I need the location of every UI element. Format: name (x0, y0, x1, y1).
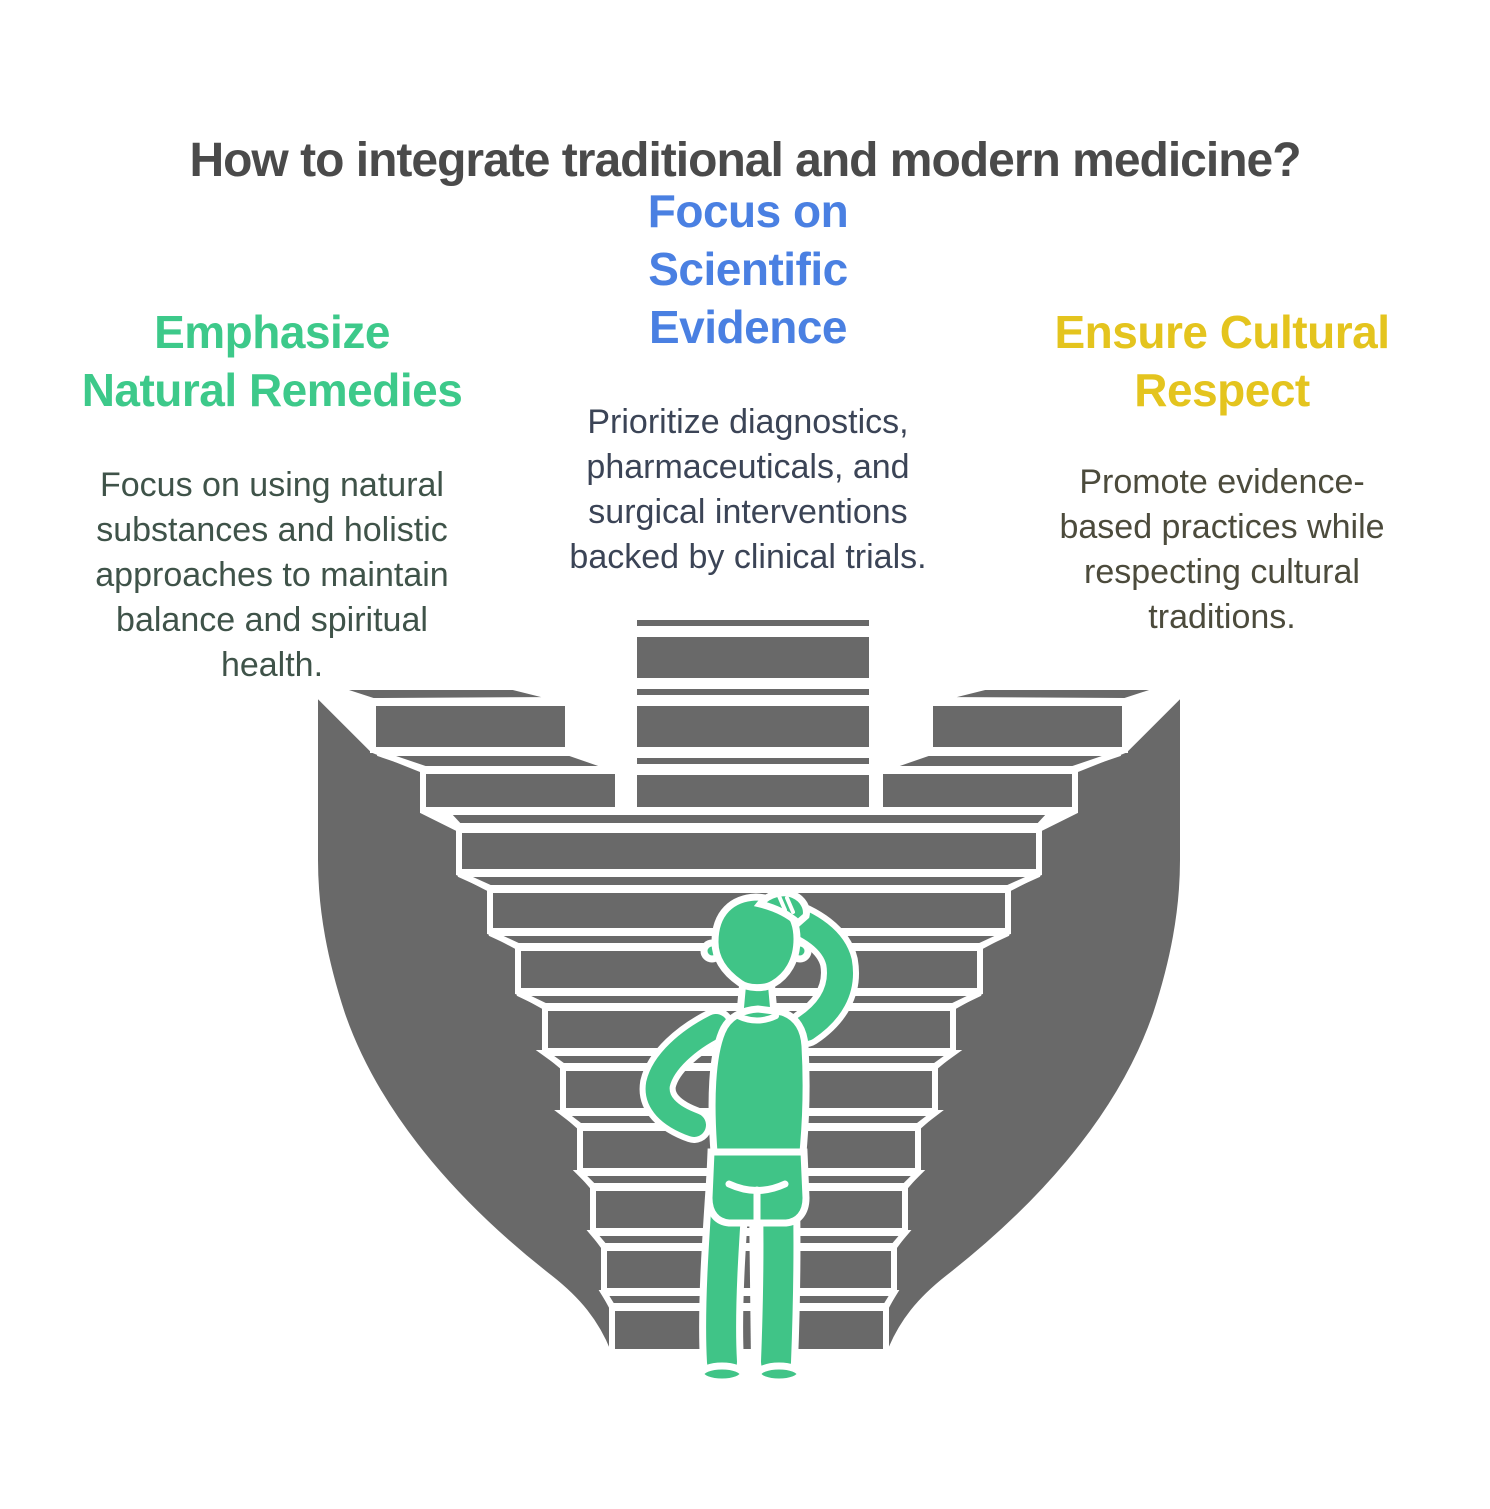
body-natural-remedies: Focus on using natural substances and ho… (95, 466, 449, 684)
body-cultural-respect: Promote evidence- based practices while … (1059, 463, 1385, 636)
heading-natural-remedies: Emphasize Natural Remedies (81, 306, 463, 416)
staircase-icon (312, 614, 1186, 1355)
page-title: How to integrate traditional and modern … (189, 134, 1301, 187)
person-icon (639, 889, 859, 1386)
body-scientific-evidence: Prioritize diagnostics, pharmaceuticals,… (569, 403, 927, 576)
heading-scientific-evidence: Focus on Scientific Evidence (647, 185, 849, 353)
heading-cultural-respect: Ensure Cultural Respect (1054, 306, 1390, 416)
